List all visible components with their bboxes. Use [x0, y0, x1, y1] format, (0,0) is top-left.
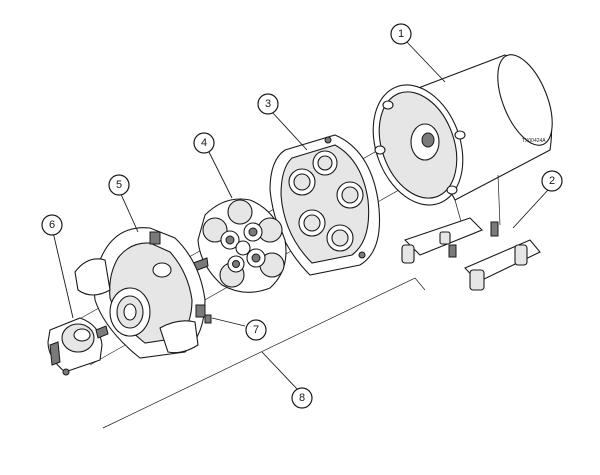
- mounting-bracket-part: [401, 217, 541, 291]
- callout-6-label: 6: [49, 219, 55, 231]
- callout-6: 6: [41, 214, 63, 236]
- callout-7: 7: [245, 319, 267, 341]
- callout-2: 2: [541, 170, 563, 192]
- callout-8: 8: [291, 387, 313, 409]
- leader-lines: [52, 39, 549, 391]
- callout-5: 5: [108, 174, 130, 196]
- callout-1-label: 1: [398, 28, 404, 40]
- callout-4: 4: [193, 132, 215, 154]
- lower-housing-part: [269, 134, 381, 276]
- upper-housing-part: [74, 227, 212, 359]
- callout-4-label: 4: [201, 137, 207, 149]
- callout-1: 1: [390, 23, 412, 45]
- callout-3-label: 3: [265, 98, 271, 110]
- callout-8-label: 8: [299, 392, 305, 404]
- callout-7-label: 7: [253, 324, 259, 336]
- motor-part: [372, 54, 553, 226]
- callout-2-label: 2: [549, 175, 555, 187]
- assembly-bracket-line: [102, 277, 426, 429]
- callout-5-label: 5: [116, 179, 122, 191]
- drawing-code: TX00424A: [522, 138, 546, 144]
- pressure-switch-part: [47, 317, 109, 376]
- callout-3: 3: [257, 93, 279, 115]
- diaphragm-part: [179, 198, 287, 293]
